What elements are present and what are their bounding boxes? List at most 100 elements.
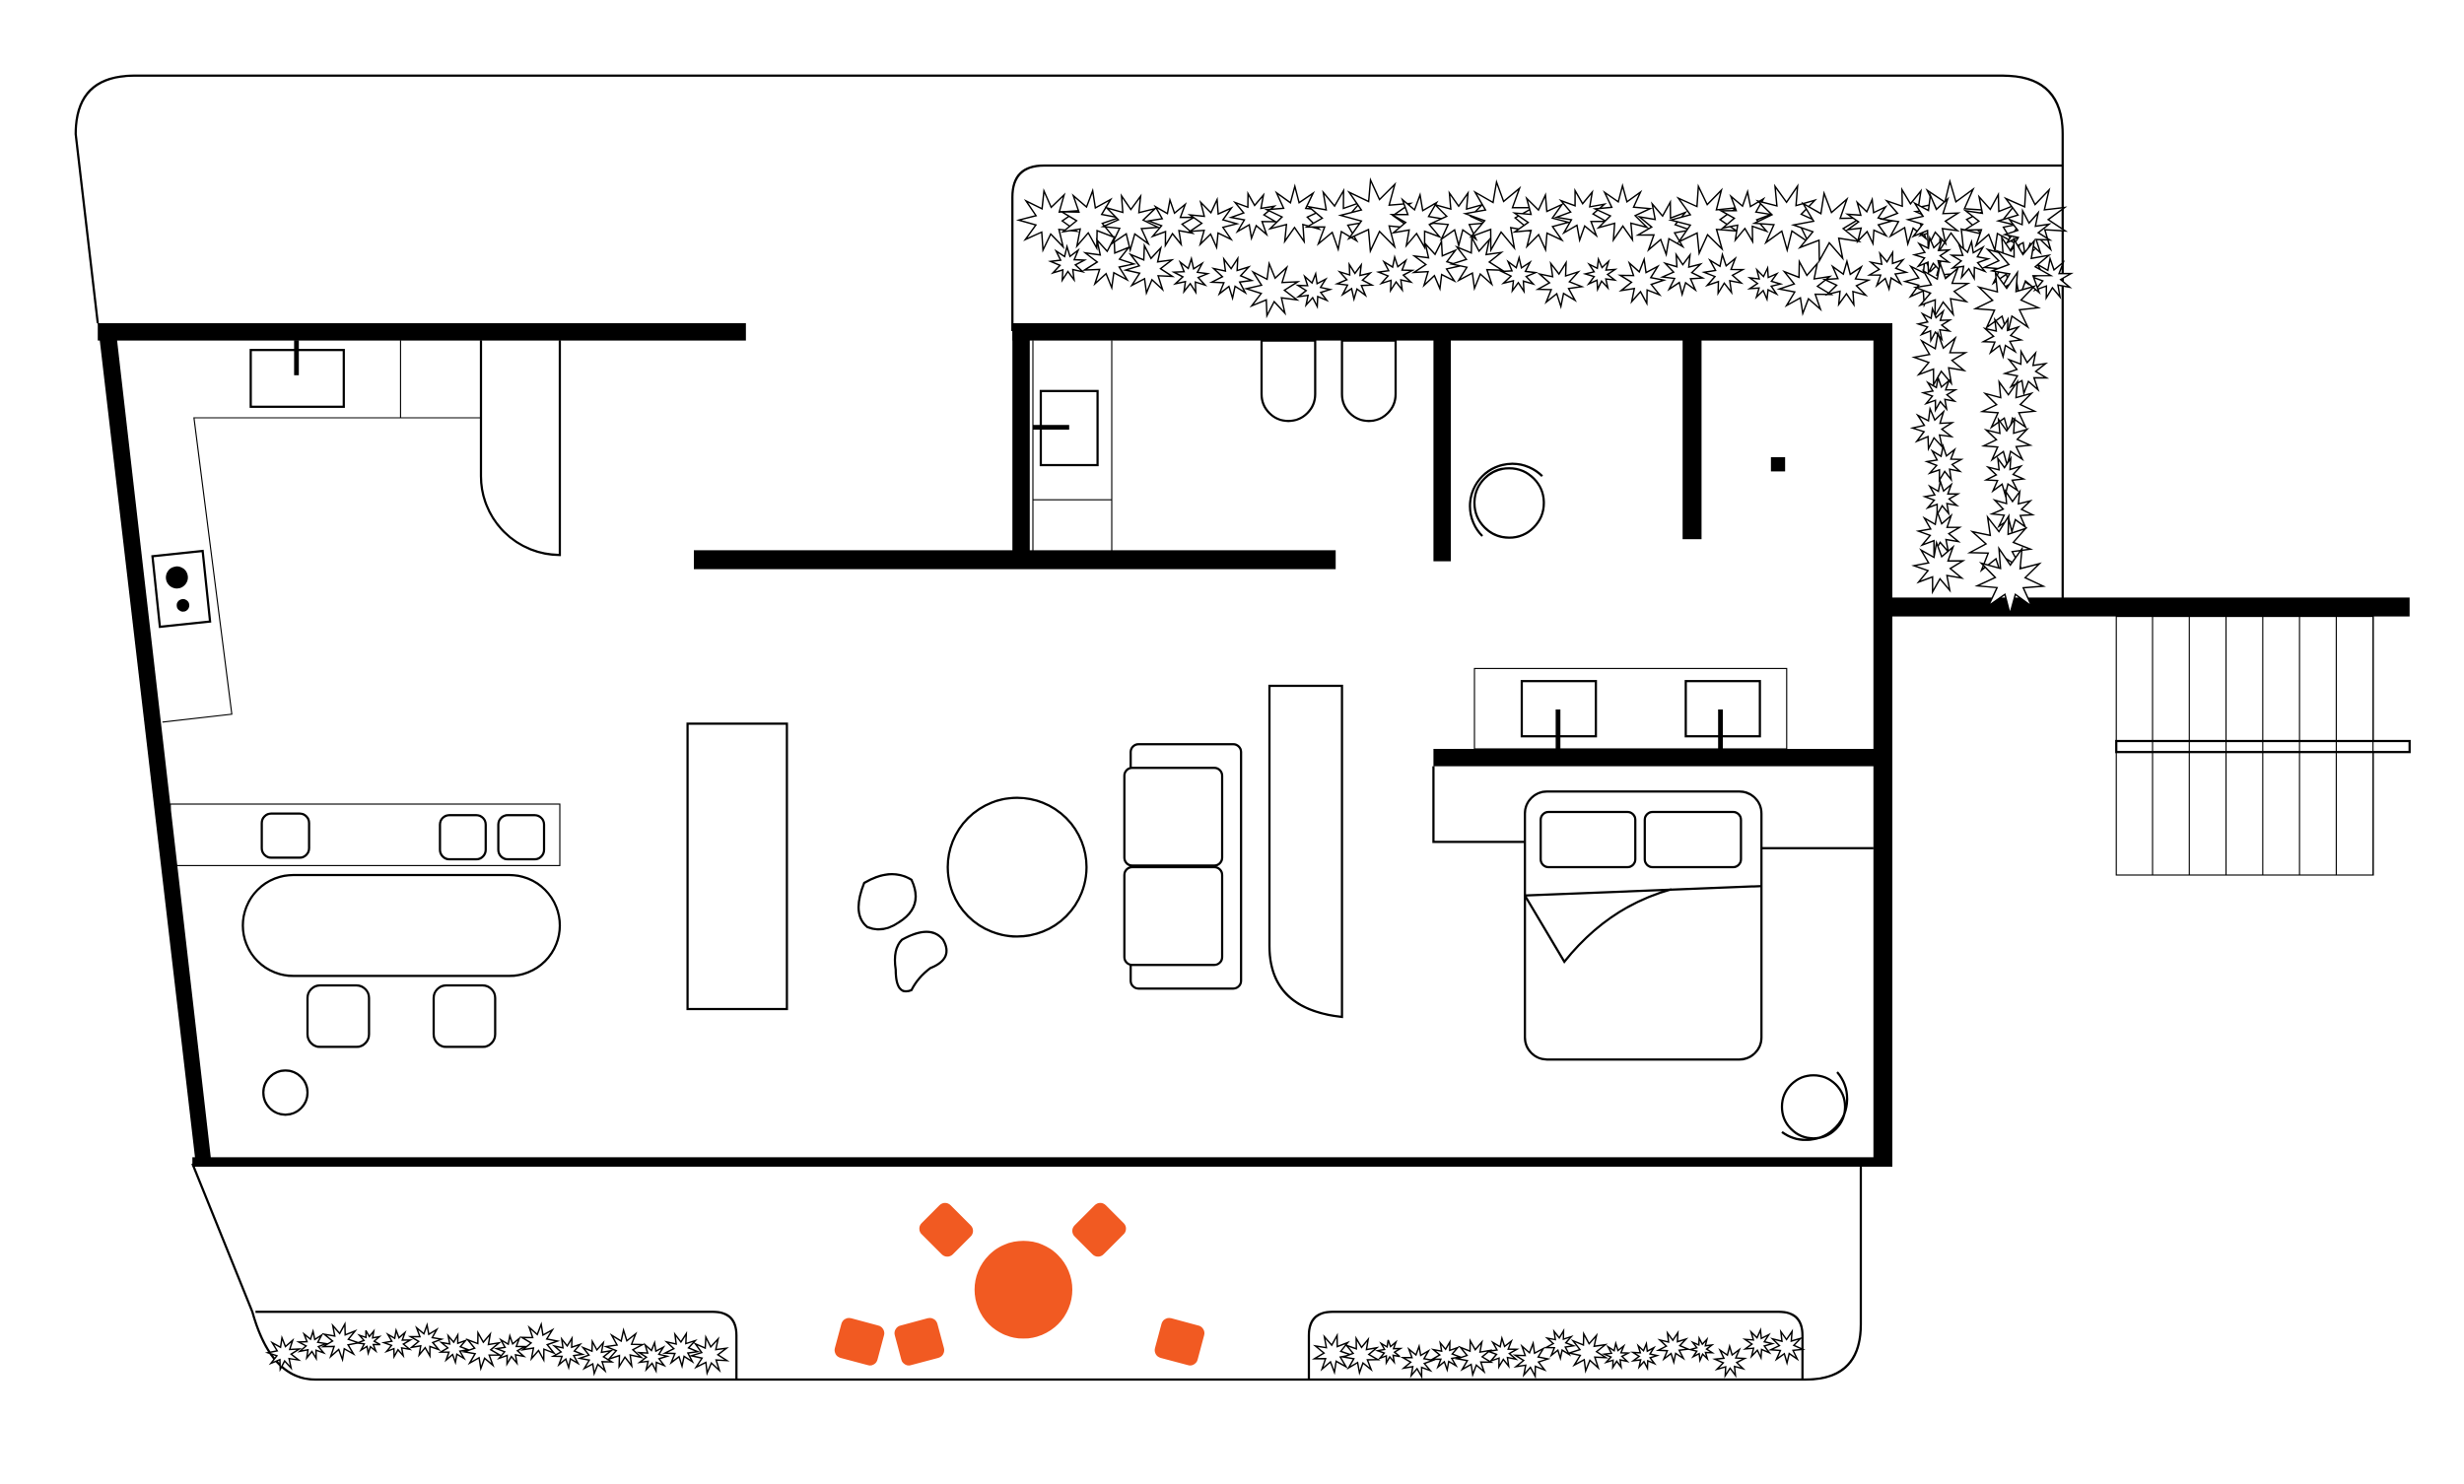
plant-icon xyxy=(494,1332,528,1367)
plant-icon xyxy=(1983,455,2026,499)
plant-icon xyxy=(1340,1335,1381,1376)
coffee-table xyxy=(946,796,1088,938)
plant-icon xyxy=(1334,261,1375,303)
wall-bottom xyxy=(192,1157,1893,1167)
dining-table xyxy=(241,873,562,978)
toilet-icon xyxy=(1260,339,1317,423)
plant-icon xyxy=(1592,182,1653,243)
plant-icon xyxy=(1718,188,1774,244)
plant-icon xyxy=(1375,254,1415,294)
bed-icon xyxy=(1524,790,1763,1061)
plant-icon xyxy=(1553,187,1609,243)
plant-icon xyxy=(1974,546,2046,617)
living-room xyxy=(686,684,1343,1019)
chair-icon xyxy=(260,812,310,859)
plant-icon xyxy=(1542,1327,1577,1362)
plant-icon xyxy=(1145,197,1198,248)
wall-left xyxy=(98,323,212,1163)
plant-icon xyxy=(577,1338,615,1377)
plant-icon xyxy=(1776,258,1834,316)
plant-icon xyxy=(1767,1328,1806,1367)
plant-icon xyxy=(1511,192,1572,253)
plant-icon xyxy=(1844,196,1894,246)
plant-icon xyxy=(1911,539,1966,595)
plant-icon xyxy=(661,1330,701,1370)
plant-icon xyxy=(1243,260,1301,319)
plant-icon xyxy=(603,1327,646,1370)
wall-stairs xyxy=(1892,597,2410,617)
plant-icon xyxy=(1295,271,1334,309)
plant-icon xyxy=(380,1327,414,1360)
garden-boundary xyxy=(1011,164,2063,331)
stairs-icon xyxy=(2115,616,2411,876)
terrace-stool xyxy=(1071,1202,1127,1257)
plant-icon xyxy=(1989,488,2036,535)
plant-icon xyxy=(1454,1337,1494,1378)
bedroom xyxy=(1432,667,1874,1141)
plant-icon xyxy=(1746,265,1784,303)
sofa-icon xyxy=(1123,743,1243,990)
plant-icon xyxy=(1961,191,2023,253)
bathroom xyxy=(1032,339,1786,552)
bidet-icon xyxy=(1340,339,1398,423)
plant-icon xyxy=(1989,236,2054,302)
plant-icon xyxy=(2002,348,2050,396)
plant-icon xyxy=(1905,192,1961,249)
plant-icon xyxy=(1400,1343,1436,1380)
plant-icon xyxy=(1100,193,1161,253)
plant-icon xyxy=(550,1335,585,1371)
plant-icon xyxy=(1123,242,1176,297)
plant-icon xyxy=(1512,1340,1551,1380)
plant-icon xyxy=(1566,1330,1609,1375)
plant-icon xyxy=(1081,235,1137,291)
pouf xyxy=(893,930,948,993)
plant-icon xyxy=(1337,176,1413,254)
plant-icon xyxy=(1601,1340,1631,1371)
plant-icon xyxy=(636,1339,670,1374)
plant-icon xyxy=(1915,305,1953,344)
wall-top-left xyxy=(98,323,746,341)
chair-icon xyxy=(497,814,546,861)
console-table xyxy=(686,722,788,1011)
terrace-stool xyxy=(1154,1317,1205,1366)
plant-icon xyxy=(407,1321,445,1359)
plant-icon xyxy=(1429,1339,1464,1373)
plant-icon xyxy=(1048,243,1088,283)
terrace-table xyxy=(974,1241,1072,1339)
chair-icon xyxy=(1469,462,1545,539)
plant-icon xyxy=(1535,259,1585,309)
plant-icon xyxy=(1655,1329,1691,1366)
plant-icon xyxy=(1462,179,1537,253)
planter-left xyxy=(255,1311,738,1380)
plant-icon xyxy=(1687,1335,1715,1364)
terrace-stool xyxy=(834,1317,885,1366)
terrace-boundary xyxy=(191,1163,1863,1382)
plant-icon xyxy=(1449,235,1506,292)
wall-top-right xyxy=(1012,323,1892,341)
site-boundary xyxy=(74,74,2064,599)
sink-icon xyxy=(249,340,345,408)
plant-icon xyxy=(1949,238,1992,282)
plant-icon xyxy=(1389,191,1448,250)
plant-icon xyxy=(1867,249,1909,293)
wall-bath-left xyxy=(1012,323,1030,564)
planter-right xyxy=(1307,1311,1804,1380)
plant-icon xyxy=(1582,256,1618,293)
plant-icon xyxy=(1668,183,1740,256)
plant-icon xyxy=(1498,254,1539,295)
plant-icon xyxy=(1187,196,1240,250)
plant-icon xyxy=(518,1321,561,1363)
plants xyxy=(264,176,2074,1380)
wall-bedroom xyxy=(1433,749,1883,767)
plant-icon xyxy=(1980,316,2024,360)
plant-icon xyxy=(354,1328,382,1357)
terrace-furniture xyxy=(834,1202,1205,1366)
plant-icon xyxy=(1915,508,1962,557)
plant-icon xyxy=(1410,238,1464,292)
wall-middle xyxy=(694,550,1336,570)
plant-icon xyxy=(320,1321,362,1363)
wall-right xyxy=(1873,323,1892,1167)
plant-icon xyxy=(1171,255,1211,296)
plant-icon xyxy=(1742,1326,1776,1361)
